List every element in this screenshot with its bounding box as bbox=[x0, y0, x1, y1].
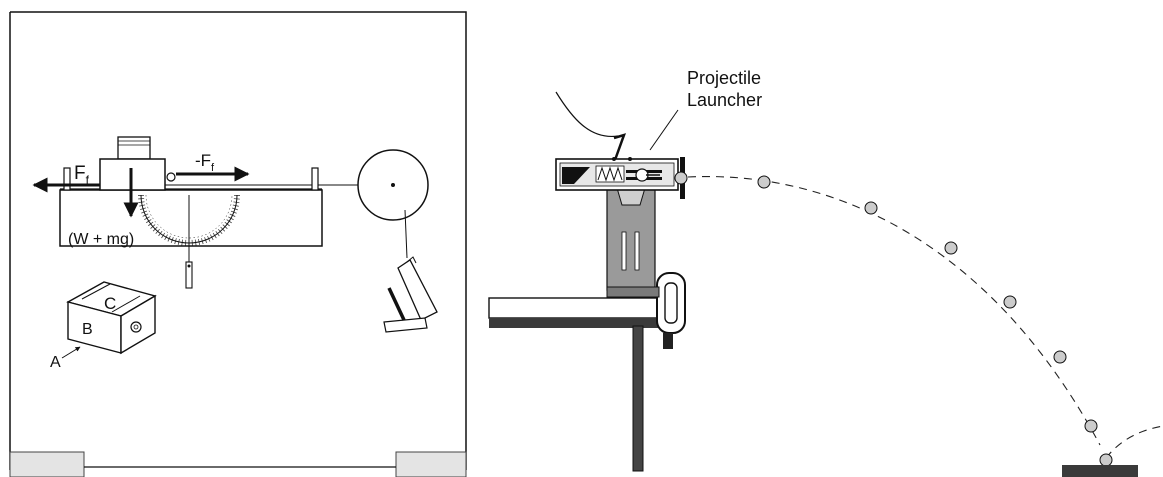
launch-table bbox=[488, 297, 666, 472]
reaction-force-label: -Ff bbox=[195, 151, 215, 174]
projectile-launcher-panel: Projectile Launcher bbox=[488, 68, 1163, 477]
friction-apparatus-panel: Ff -Ff (W + mg) C B A bbox=[9, 11, 467, 477]
ball-position bbox=[1003, 295, 1017, 309]
launcher-pull-cord bbox=[555, 91, 619, 138]
box-corner-a-label: A bbox=[50, 354, 61, 371]
friction-force-label: Ff bbox=[74, 163, 90, 187]
end-post-left bbox=[63, 167, 71, 191]
launcher-stand bbox=[606, 186, 660, 298]
box-face-c-label: C bbox=[104, 294, 116, 313]
hanging-mass-holder bbox=[383, 256, 438, 333]
friction-box bbox=[66, 281, 157, 355]
projectile-trajectory bbox=[687, 175, 1101, 446]
launcher-label-line1: Projectile bbox=[687, 68, 761, 88]
ball-landing bbox=[1099, 453, 1113, 467]
launcher-label-line2: Launcher bbox=[687, 90, 762, 110]
projectile-ball-positions bbox=[674, 171, 1113, 467]
table-clamp bbox=[656, 272, 686, 349]
ball-position bbox=[1053, 350, 1067, 364]
landing-target bbox=[1062, 465, 1138, 477]
bounce-trajectory bbox=[1105, 425, 1163, 459]
plumb-bob bbox=[185, 261, 193, 289]
ball-position bbox=[864, 201, 878, 215]
box-face-b-label: B bbox=[82, 321, 93, 338]
friction-board bbox=[59, 189, 323, 247]
ball-in-launcher bbox=[674, 171, 688, 185]
ball-position bbox=[1084, 419, 1098, 433]
hanging-string bbox=[404, 209, 408, 259]
launcher-label-pointer bbox=[649, 109, 679, 151]
protractor-scale bbox=[138, 194, 240, 289]
ball-position bbox=[944, 241, 958, 255]
box-corner-a-pointer bbox=[61, 346, 81, 359]
weight-label: (W + mg) bbox=[68, 231, 134, 248]
ball-position bbox=[757, 175, 771, 189]
panel-footer bbox=[9, 451, 467, 477]
end-post-right bbox=[311, 167, 319, 191]
sliding-block bbox=[99, 136, 176, 191]
panel-frame bbox=[10, 11, 467, 470]
pulley bbox=[357, 149, 429, 259]
